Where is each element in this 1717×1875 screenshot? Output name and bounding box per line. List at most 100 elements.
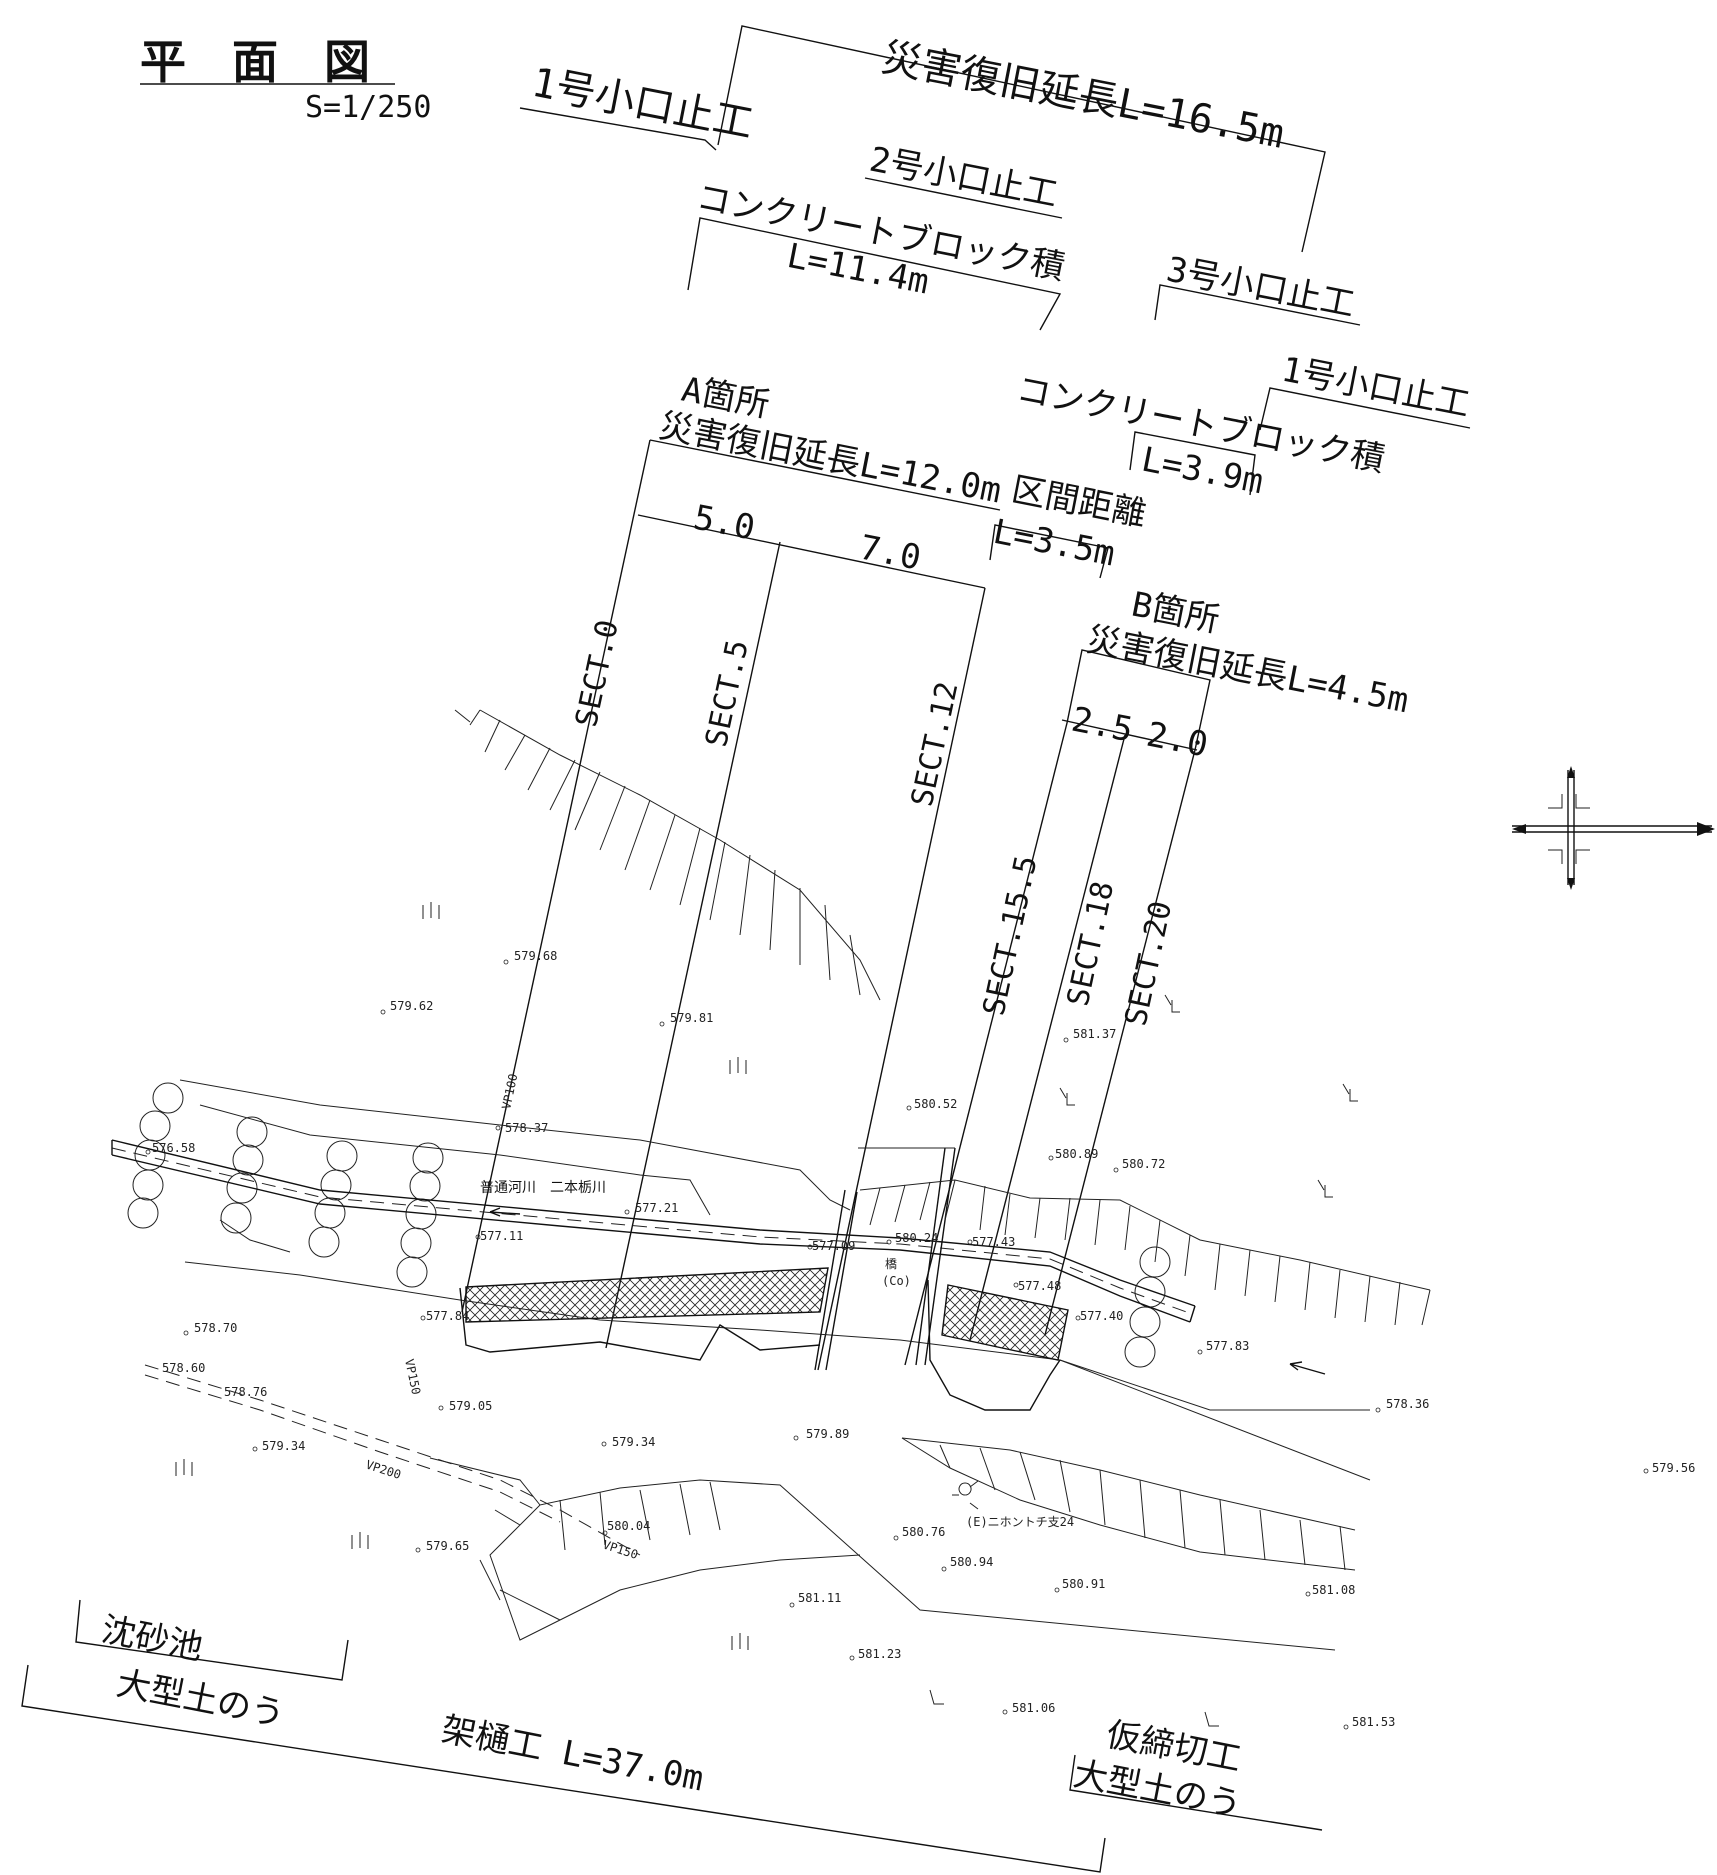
koguchi2-underline xyxy=(864,177,1063,219)
koguchi1-top-label: 1号小口止工 xyxy=(528,60,757,148)
bridge-label: 橋 xyxy=(885,1257,897,1271)
river-name: 普通河川 二本栃川 xyxy=(480,1180,606,1196)
svg-text:577.09: 577.09 xyxy=(812,1239,855,1253)
dim-7-label: 7.0 xyxy=(856,528,924,579)
sect-15-5-line xyxy=(904,722,1068,1366)
elevation-labels: 579.68 579.62 579.81 578.37 576.58 577.2… xyxy=(152,949,1695,1729)
vp150-a-label: VP150 xyxy=(402,1358,423,1396)
sect-20-line xyxy=(1044,749,1196,1336)
svg-text:581.11: 581.11 xyxy=(798,1591,841,1605)
right-slope-hatch xyxy=(859,1179,1431,1326)
flume-label: 架樋工 L=37.0m xyxy=(438,1710,707,1800)
svg-text:580.04: 580.04 xyxy=(607,1519,650,1533)
sect-18-label: SECT.18 xyxy=(1061,878,1122,1009)
sect-18-line xyxy=(969,734,1126,1341)
vegetation-marks xyxy=(175,902,1358,1727)
svg-text:577.83: 577.83 xyxy=(1206,1339,1249,1353)
svg-text:580.72: 580.72 xyxy=(1122,1157,1165,1171)
svg-text:578.36: 578.36 xyxy=(1386,1397,1429,1411)
block-top-bracket xyxy=(687,217,1062,331)
interval-bracket xyxy=(989,524,1109,579)
lower-right-slope-hatch xyxy=(901,1437,1356,1571)
svg-text:577.40: 577.40 xyxy=(1080,1309,1123,1323)
sect-12-label: SECT.12 xyxy=(905,679,966,810)
svg-text:579.65: 579.65 xyxy=(426,1539,469,1553)
svg-text:577.11: 577.11 xyxy=(480,1229,523,1243)
svg-text:579.34: 579.34 xyxy=(612,1435,655,1449)
bridge xyxy=(814,1147,956,1371)
drawing-title: 平 面 図 xyxy=(140,35,370,89)
svg-text:580.89: 580.89 xyxy=(1055,1147,1098,1161)
svg-text:580.52: 580.52 xyxy=(914,1097,957,1111)
total-restoration-label: 災害復旧延長L=16.5m xyxy=(878,35,1288,158)
b-restoration-label: 災害復旧延長L=4.5m xyxy=(1083,620,1411,722)
svg-text:580.76: 580.76 xyxy=(902,1525,945,1539)
svg-text:578.37: 578.37 xyxy=(505,1121,548,1135)
sect-5-line xyxy=(605,541,781,1349)
vp100-label: VP100 xyxy=(499,1072,520,1110)
svg-text:576.58: 576.58 xyxy=(152,1141,195,1155)
block-wall-a-outline xyxy=(459,1287,821,1361)
svg-text:581.08: 581.08 xyxy=(1312,1583,1355,1597)
svg-text:579.81: 579.81 xyxy=(670,1011,713,1025)
svg-text:580.24: 580.24 xyxy=(895,1231,938,1245)
svg-text:577.21: 577.21 xyxy=(635,1201,678,1215)
bridge-material: (Co) xyxy=(882,1274,911,1288)
svg-text:577.84: 577.84 xyxy=(426,1309,469,1323)
svg-text:581.37: 581.37 xyxy=(1073,1027,1116,1041)
upper-slope-hatch xyxy=(454,709,881,1001)
svg-text:578.60: 578.60 xyxy=(162,1361,205,1375)
drawing-scale: S=1/250 xyxy=(305,90,431,125)
upper-bank-line xyxy=(179,1079,851,1211)
svg-text:578.70: 578.70 xyxy=(194,1321,237,1335)
block-wall-b-outline xyxy=(927,1279,1061,1411)
lower-pit xyxy=(429,1457,1336,1651)
sedimentation-bracket xyxy=(75,1599,349,1681)
svg-text:579.56: 579.56 xyxy=(1652,1461,1695,1475)
svg-text:579.05: 579.05 xyxy=(449,1399,492,1413)
svg-text:579.62: 579.62 xyxy=(390,999,433,1013)
sect-0-label: SECT.0 xyxy=(569,617,626,730)
vp200-label: VP200 xyxy=(364,1458,403,1482)
elevation-points xyxy=(145,959,1649,1730)
koguchi3-bracket xyxy=(1154,284,1361,326)
b-place-frame xyxy=(1066,649,1211,751)
a-place-dim-line xyxy=(637,514,986,589)
koguchi1-top-bracket xyxy=(519,107,717,151)
a-place-top-line xyxy=(649,439,1001,511)
svg-text:577.43: 577.43 xyxy=(972,1235,1015,1249)
svg-text:580.94: 580.94 xyxy=(950,1555,993,1569)
svg-text:580.91: 580.91 xyxy=(1062,1577,1105,1591)
river-channel xyxy=(111,1139,1326,1375)
svg-text:581.23: 581.23 xyxy=(858,1647,901,1661)
flume-bracket xyxy=(21,1664,1106,1873)
dim-2-5-label: 2.5 xyxy=(1068,700,1136,751)
koguchi1-right-bracket xyxy=(1259,387,1471,431)
block-wall-b xyxy=(941,1284,1069,1361)
cofferdam-bracket xyxy=(1069,1754,1323,1831)
svg-text:579.68: 579.68 xyxy=(514,949,557,963)
sect-12-line xyxy=(817,587,986,1371)
lower-road xyxy=(219,1219,291,1253)
block-wall-a xyxy=(465,1267,829,1323)
pipe-route-2 xyxy=(144,1374,561,1523)
vp150-b-label: VP150 xyxy=(601,1538,640,1562)
svg-text:581.53: 581.53 xyxy=(1352,1715,1395,1729)
svg-text:579.34: 579.34 xyxy=(262,1439,305,1453)
pole-icon xyxy=(952,1480,979,1510)
sect-0-line xyxy=(461,439,651,1313)
upper-bank-line-2 xyxy=(199,1104,711,1216)
a-restoration-label: 災害復旧延長L=12.0m xyxy=(656,406,1005,512)
svg-text:577.48: 577.48 xyxy=(1018,1279,1061,1293)
dim-5-label: 5.0 xyxy=(690,498,758,549)
total-restoration-bracket xyxy=(717,25,1326,253)
sedimentation-label: 沈砂池 xyxy=(98,1610,206,1669)
north-arrow-icon xyxy=(1512,766,1715,890)
lower-bank-line xyxy=(184,1261,1371,1481)
sect-20-label: SECT.20 xyxy=(1119,898,1180,1029)
lower-bank-line-2 xyxy=(1059,1359,1370,1411)
koguchi2-label: 2号小口止工 xyxy=(866,140,1061,216)
sect-15-5-label: SECT.15.5 xyxy=(977,853,1045,1019)
svg-text:579.89: 579.89 xyxy=(806,1427,849,1441)
